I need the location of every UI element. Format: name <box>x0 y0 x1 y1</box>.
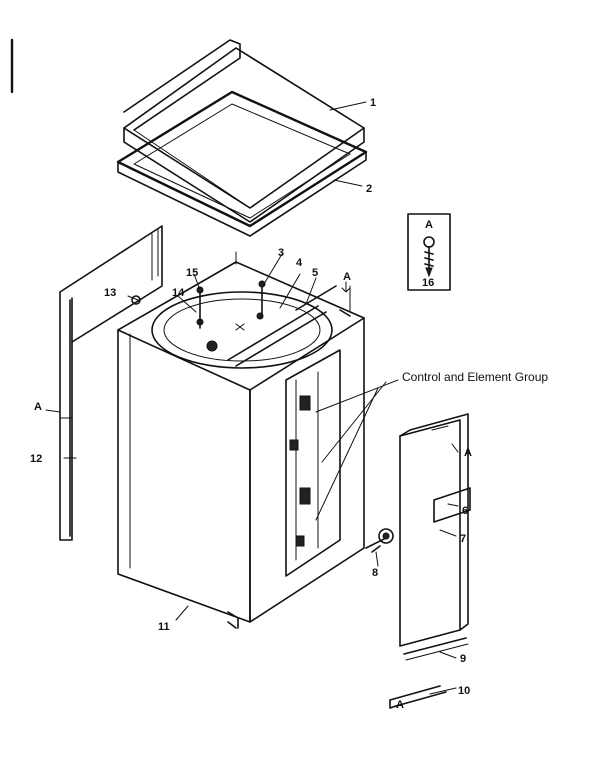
callout-9: 9 <box>460 653 466 665</box>
cabinet-part <box>117 251 365 629</box>
control-element-group-caption: Control and Element Group <box>402 370 548 384</box>
callout-3: 3 <box>278 247 284 259</box>
callout-1: 1 <box>370 97 376 109</box>
callout-15: 15 <box>186 267 198 279</box>
ref-a-cabinet-top: A <box>343 271 351 283</box>
callout-6: 6 <box>462 505 468 517</box>
ref-a-bottom-trim: A <box>396 699 404 711</box>
callout-2: 2 <box>366 183 372 195</box>
callout-12: 12 <box>30 453 42 465</box>
callout-16: 16 <box>422 277 434 289</box>
callout-14: 14 <box>172 287 185 299</box>
callout-7: 7 <box>460 533 466 545</box>
callout-5: 5 <box>312 267 318 279</box>
callout-11: 11 <box>158 621 170 633</box>
thermostat-knob-part <box>365 528 394 553</box>
gasket-part <box>116 90 368 237</box>
bottom-trim-part <box>389 637 469 709</box>
top-fittings <box>131 280 351 329</box>
ref-a-rear-panel: A <box>34 401 42 413</box>
callout-10: 10 <box>458 685 470 697</box>
callout-13: 13 <box>104 287 116 299</box>
leader-lines <box>45 101 459 695</box>
ref-a-box: A <box>425 219 433 231</box>
access-door-part <box>399 413 471 647</box>
screw-detail-box <box>407 213 451 291</box>
callout-8: 8 <box>372 567 378 579</box>
rear-panel-part <box>59 225 163 541</box>
callout-4: 4 <box>296 257 303 269</box>
top-lid-part <box>123 39 365 223</box>
ref-a-door: A <box>464 447 472 459</box>
